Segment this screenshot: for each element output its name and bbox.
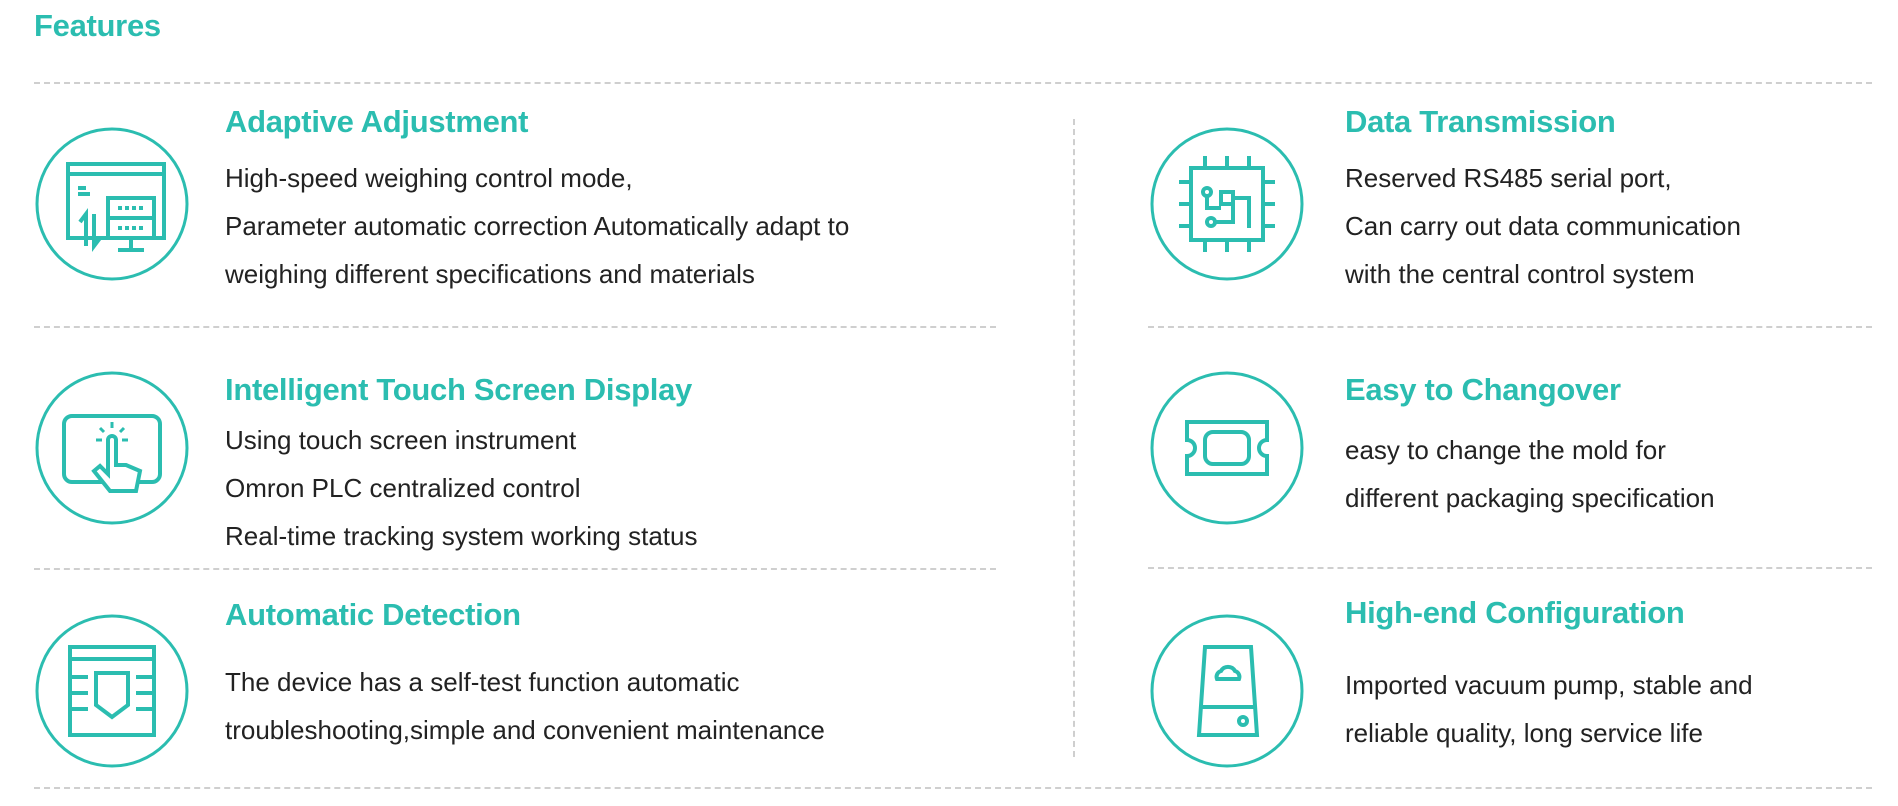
feature-description: Imported vacuum pump, stable and reliabl… bbox=[1345, 661, 1753, 757]
description-line: easy to change the mold for bbox=[1345, 435, 1666, 465]
description-line: Imported vacuum pump, stable and bbox=[1345, 670, 1753, 700]
description-line: Can carry out data communication bbox=[1345, 211, 1741, 241]
feature-title: Adaptive Adjustment bbox=[225, 104, 529, 139]
feature-title: Automatic Detection bbox=[225, 597, 521, 632]
feature-title: High-end Configuration bbox=[1345, 595, 1685, 630]
description-line: weighing different specifications and ma… bbox=[225, 259, 755, 289]
mold-icon bbox=[1150, 371, 1304, 525]
feature-description: High-speed weighing control mode, Parame… bbox=[225, 154, 849, 298]
feature-title: Data Transmission bbox=[1345, 104, 1616, 139]
description-line: Reserved RS485 serial port, bbox=[1345, 163, 1672, 193]
section-heading: Features bbox=[34, 8, 161, 43]
feature-description: Reserved RS485 serial port, Can carry ou… bbox=[1345, 154, 1741, 298]
description-line: Real-time tracking system working status bbox=[225, 521, 698, 551]
description-line: The device has a self-test function auto… bbox=[225, 667, 740, 697]
description-line: different packaging specification bbox=[1345, 483, 1715, 513]
divider-right-1 bbox=[1148, 326, 1872, 328]
description-line: Omron PLC centralized control bbox=[225, 473, 581, 503]
feature-description: Using touch screen instrument Omron PLC … bbox=[225, 416, 697, 560]
pump-device-icon bbox=[1150, 614, 1304, 768]
divider-right-2 bbox=[1148, 567, 1872, 569]
shield-chip-icon bbox=[35, 614, 189, 768]
description-line: reliable quality, long service life bbox=[1345, 718, 1703, 748]
feature-title: Intelligent Touch Screen Display bbox=[225, 372, 692, 407]
description-line: troubleshooting,simple and convenient ma… bbox=[225, 715, 825, 745]
description-line: with the central control system bbox=[1345, 259, 1695, 289]
divider-bottom bbox=[34, 787, 1872, 789]
divider-left-1 bbox=[34, 326, 996, 328]
circuit-board-icon bbox=[1150, 127, 1304, 281]
description-line: High-speed weighing control mode, bbox=[225, 163, 633, 193]
divider-left-2 bbox=[34, 568, 996, 570]
monitor-settings-icon bbox=[35, 127, 189, 281]
feature-description: easy to change the mold for different pa… bbox=[1345, 426, 1715, 522]
description-line: Parameter automatic correction Automatic… bbox=[225, 211, 850, 241]
feature-description: The device has a self-test function auto… bbox=[225, 658, 825, 754]
touch-screen-icon bbox=[35, 371, 189, 525]
description-line: Using touch screen instrument bbox=[225, 425, 577, 455]
divider-top bbox=[34, 82, 1872, 84]
feature-title: Easy to Changover bbox=[1345, 372, 1621, 407]
divider-vertical bbox=[1073, 119, 1075, 757]
